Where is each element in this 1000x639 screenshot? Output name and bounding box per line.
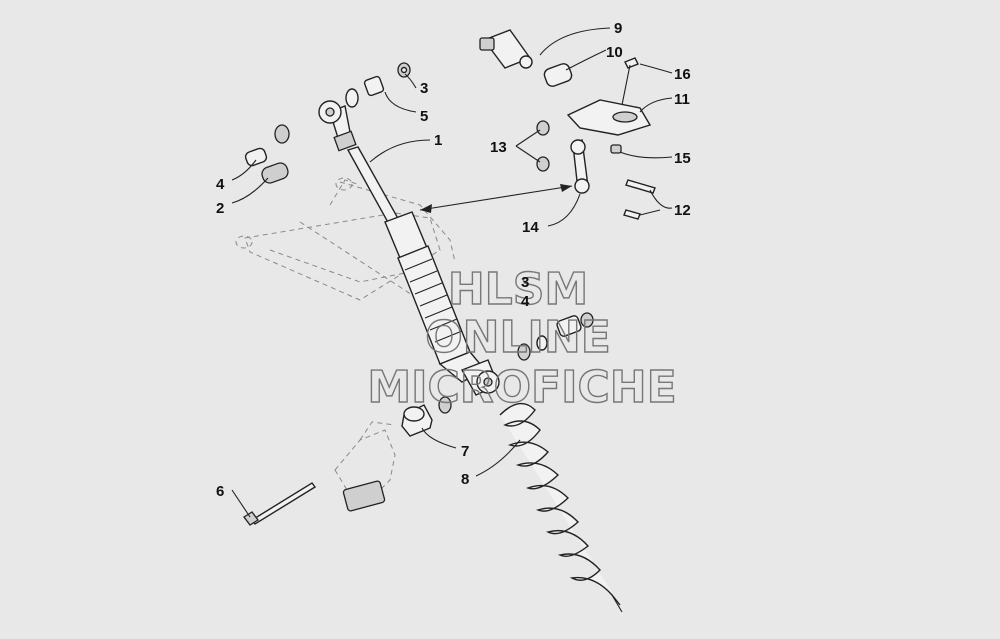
- shock-absorber: [318, 100, 500, 396]
- callout-15: 15: [674, 150, 691, 167]
- callout-9: 9: [614, 20, 622, 37]
- callout-4: 4: [216, 176, 225, 193]
- callout-5: 5: [420, 108, 428, 125]
- callout-10: 10: [606, 44, 623, 61]
- leader-lines: [231, 27, 673, 518]
- callout-12: 12: [674, 202, 691, 219]
- linkage-assembly: [479, 29, 656, 220]
- bushings-left: [244, 147, 289, 184]
- watermark-line2: ONLINE: [425, 312, 611, 363]
- connection-arrow: [419, 184, 573, 213]
- callout-labels: 1 2 3 4 5 3 4 6 7 8 9 10 11 12 13 14 15 …: [216, 20, 691, 500]
- callout-7: 7: [461, 443, 469, 460]
- a-arm-frame: [235, 177, 456, 301]
- coil-spring: [499, 402, 623, 613]
- callout-13: 13: [490, 139, 507, 156]
- upper-hardware: [274, 62, 411, 144]
- callout-1: 1: [434, 132, 442, 149]
- watermark-line3: MICROFICHE: [367, 362, 676, 413]
- lower-bracket: [334, 421, 396, 512]
- callout-2: 2: [216, 200, 224, 217]
- callout-6: 6: [216, 483, 224, 500]
- watermark-line1: HLSM: [448, 264, 588, 315]
- callout-11: 11: [674, 91, 690, 108]
- callout-3-lower: 3: [521, 274, 529, 291]
- lower-hardware: [401, 312, 594, 437]
- callout-4-lower: 4: [521, 293, 530, 310]
- callout-16: 16: [674, 66, 691, 83]
- callout-3: 3: [420, 80, 428, 97]
- bolt-6: [243, 482, 317, 526]
- callout-8: 8: [461, 471, 469, 488]
- watermark: HLSM ONLINE MICROFICHE: [367, 263, 678, 413]
- callout-14: 14: [522, 219, 539, 236]
